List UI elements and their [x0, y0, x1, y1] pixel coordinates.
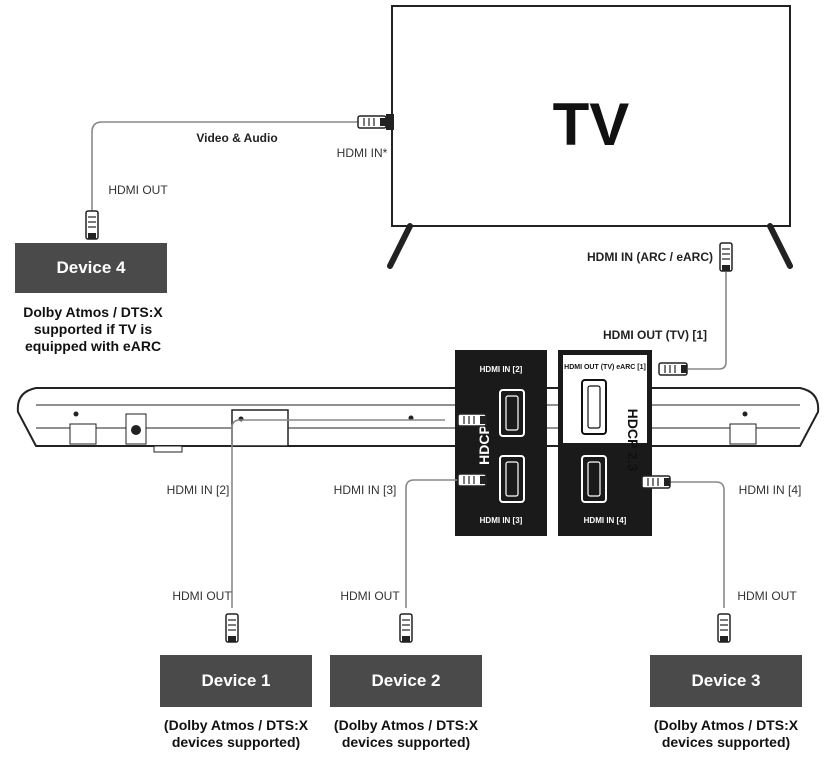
- device4-note: Dolby Atmos / DTS:X supported if TV is e…: [0, 304, 186, 355]
- device1-input-label: HDMI IN [2]: [167, 483, 230, 497]
- port-panel-left: HDMI IN [2] HDCP HDMI IN [3]: [455, 350, 547, 536]
- tv: TV: [387, 5, 793, 269]
- panel-right-top-label: HDMI OUT (TV) eARC [1]: [564, 364, 646, 371]
- tv-title: TV: [553, 91, 630, 158]
- device4-note-line: equipped with eARC: [24, 338, 162, 354]
- hdmi-plug-icon: [399, 613, 413, 643]
- panel-right-bottom-label: HDMI IN [4]: [584, 516, 627, 525]
- hdmi-plug-icon: [457, 473, 487, 487]
- hdmi-plug-icon: [357, 115, 387, 129]
- device3-input-label: HDMI IN [4]: [739, 483, 802, 497]
- hdmi-plug-icon: [658, 362, 688, 376]
- panel-left-top-label: HDMI IN [2]: [480, 365, 523, 374]
- device1-note: (Dolby Atmos / DTS:X devices supported): [150, 717, 322, 751]
- device4-note-line: Dolby Atmos / DTS:X: [23, 304, 163, 320]
- port-panel-right: HDMI OUT (TV) eARC [1] HDCP 2.3 HDMI IN …: [558, 350, 652, 536]
- hdmi-plug-icon: [225, 613, 239, 643]
- device2-port-label: HDMI OUT: [340, 589, 400, 603]
- hdmi-plug-icon: [719, 242, 733, 272]
- device1-note-line: (Dolby Atmos / DTS:X: [163, 717, 309, 733]
- panel-left-bottom-label: HDMI IN [3]: [480, 516, 523, 525]
- device1-port-label: HDMI OUT: [172, 589, 232, 603]
- device3-note-line: (Dolby Atmos / DTS:X: [653, 717, 799, 733]
- hdmi-plug-icon: [85, 210, 99, 240]
- device2-input-label: HDMI IN [3]: [334, 483, 397, 497]
- device3-note-line: devices supported): [661, 734, 791, 750]
- cable-device4-tv: [91, 121, 368, 215]
- device1-note-line: devices supported): [171, 734, 301, 750]
- device2-note-line: (Dolby Atmos / DTS:X: [333, 717, 479, 733]
- hdmi-plug-icon: [717, 613, 731, 643]
- device1-box: Device 1: [160, 655, 312, 707]
- device4-box: Device 4: [15, 243, 167, 293]
- device4-port-label: HDMI OUT: [108, 183, 168, 197]
- tv-hdmi-in-label: HDMI IN*: [337, 146, 388, 160]
- panel-right-side-label: HDCP 2.3: [625, 409, 641, 472]
- device3-port-label: HDMI OUT: [737, 589, 797, 603]
- hdmi-plug-icon: [457, 413, 487, 427]
- device2-box: Device 2: [330, 655, 482, 707]
- video-audio-label: Video & Audio: [196, 131, 277, 145]
- device3-box: Device 3: [650, 655, 802, 707]
- hdmi-plug-icon: [641, 475, 671, 489]
- soundbar-hdmi-out-label: HDMI OUT (TV) [1]: [603, 328, 707, 342]
- tv-hdmi-arc-label: HDMI IN (ARC / eARC): [587, 250, 713, 264]
- panel-left-side-label: HDCP: [476, 425, 492, 465]
- device3-note: (Dolby Atmos / DTS:X devices supported): [640, 717, 812, 751]
- device2-note: (Dolby Atmos / DTS:X devices supported): [320, 717, 492, 751]
- device4-note-line: supported if TV is: [33, 321, 153, 337]
- device2-note-line: devices supported): [341, 734, 471, 750]
